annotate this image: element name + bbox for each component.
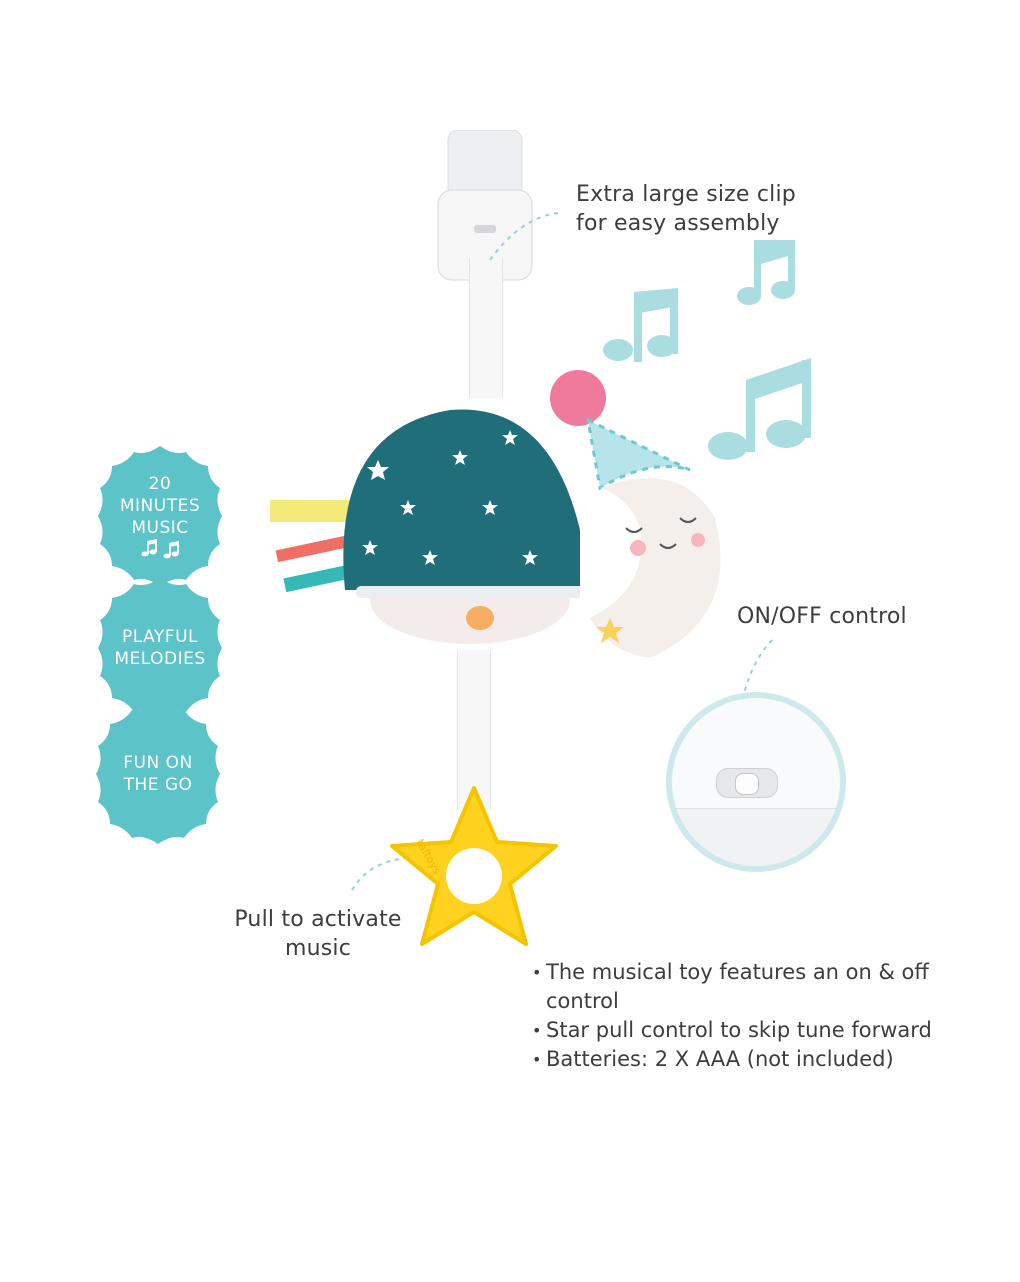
strap-top <box>469 258 503 398</box>
callout-onoff: ON/OFF control <box>737 604 907 629</box>
music-note-icon <box>603 288 678 362</box>
badge-line: PLAYFUL <box>122 627 198 647</box>
callout-line: music <box>284 936 352 961</box>
onoff-switch[interactable] <box>716 768 778 798</box>
clip-illustration <box>437 130 533 281</box>
badge-line: MINUTES <box>119 496 201 516</box>
badge-playful-melodies: PLAYFUL MELODIES <box>90 578 230 718</box>
onoff-detail-circle <box>666 692 846 872</box>
music-notes-decoration <box>603 240 811 460</box>
feature-list: The musical toy features an on & off con… <box>532 958 982 1074</box>
moon-character <box>550 370 721 658</box>
badge-line: MELODIES <box>114 649 206 669</box>
dome-toy <box>270 409 580 644</box>
badge-fun-on-the-go: FUN ON THE GO <box>88 704 228 844</box>
glow-light <box>466 606 494 630</box>
callout-line: for easy assembly <box>576 211 780 236</box>
badge-minutes-music: 20 MINUTES MUSIC <box>90 446 230 586</box>
pompom <box>550 370 606 426</box>
star-pull-teether[interactable]: taftoys <box>386 784 562 960</box>
feature-item: Batteries: 2 X AAA (not included) <box>532 1045 982 1074</box>
music-note-icon <box>737 240 795 305</box>
red-ribbon <box>275 533 357 563</box>
badge-line: 20 <box>148 474 172 494</box>
callout-line: Extra large size clip <box>576 182 796 207</box>
stars-pattern <box>362 430 538 565</box>
yellow-ribbon <box>270 500 350 522</box>
feature-item: The musical toy features an on & off con… <box>532 958 982 1016</box>
music-note-icon <box>708 358 811 460</box>
strap-bottom <box>457 650 491 810</box>
music-notes-icon <box>141 539 179 559</box>
callout-clip: Extra large size clip for easy assembly <box>576 180 796 238</box>
badge-line: THE GO <box>123 775 193 795</box>
feature-item: Star pull control to skip tune forward <box>532 1016 982 1045</box>
badge-line: MUSIC <box>131 518 189 538</box>
callout-line: Pull to activate <box>234 907 402 932</box>
badge-line: FUN ON <box>123 753 193 773</box>
callout-pull: Pull to activate music <box>232 905 404 963</box>
